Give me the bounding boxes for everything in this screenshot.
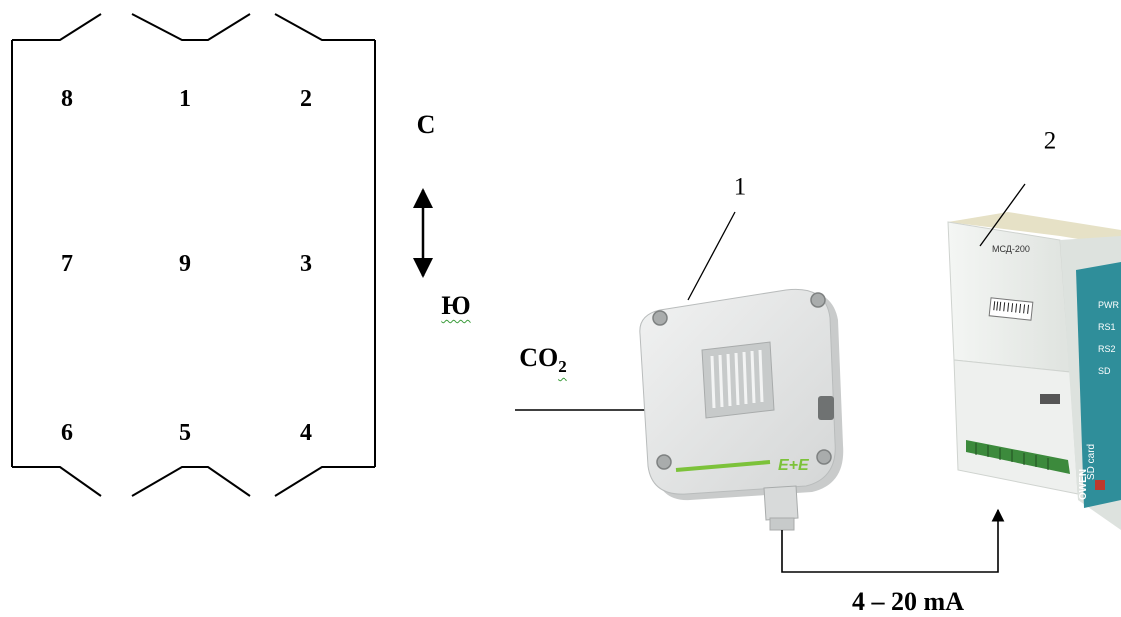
logger-title: МСД-200 [992, 244, 1030, 254]
callout-number-logger: 2 [1043, 127, 1057, 155]
callout-number-sensor: 1 [733, 173, 747, 201]
co2-label-main: CO [519, 342, 559, 372]
data-logger [947, 212, 1121, 530]
room-cell-9: 9 [179, 251, 191, 277]
room-cell-6: 6 [61, 420, 73, 446]
room-cell-7: 7 [61, 251, 73, 277]
callout-leader-2 [979, 183, 1026, 247]
signal-label-text: 4 – 20 mA [852, 587, 964, 616]
signal-wire [781, 508, 1005, 573]
co2-label-subscript: 2 [558, 357, 567, 377]
signal-label: 4 – 20 mA [852, 589, 964, 615]
room-cell-2: 2 [300, 86, 312, 112]
logger-indicator-rs1: RS1 [1098, 322, 1116, 332]
compass-north-label: С [416, 110, 436, 139]
logger-indicator-pwr: PWR [1098, 300, 1119, 310]
room-cell-3: 3 [300, 251, 312, 277]
logger-indicator-labels: PWR RS1 RS2 SD [1098, 300, 1119, 376]
logger-indicator-rs2: RS2 [1098, 344, 1116, 354]
co2-label: CO2 [519, 342, 567, 377]
logger-side-text: SD card [1086, 444, 1097, 480]
room-cell-5: 5 [179, 420, 191, 446]
logger-indicator-sd: SD [1098, 366, 1111, 376]
room-cell-4: 4 [300, 420, 312, 446]
room-cell-1: 1 [179, 86, 191, 112]
room-outline [11, 13, 376, 497]
sensor-brand-text: E+E [778, 457, 810, 474]
callout-leader-1 [687, 211, 736, 301]
logger-brand-text: OWEN [1078, 469, 1089, 500]
room-cell-8: 8 [61, 86, 73, 112]
compass-south-label: Ю [441, 291, 471, 320]
co2-sensor [639, 288, 844, 531]
